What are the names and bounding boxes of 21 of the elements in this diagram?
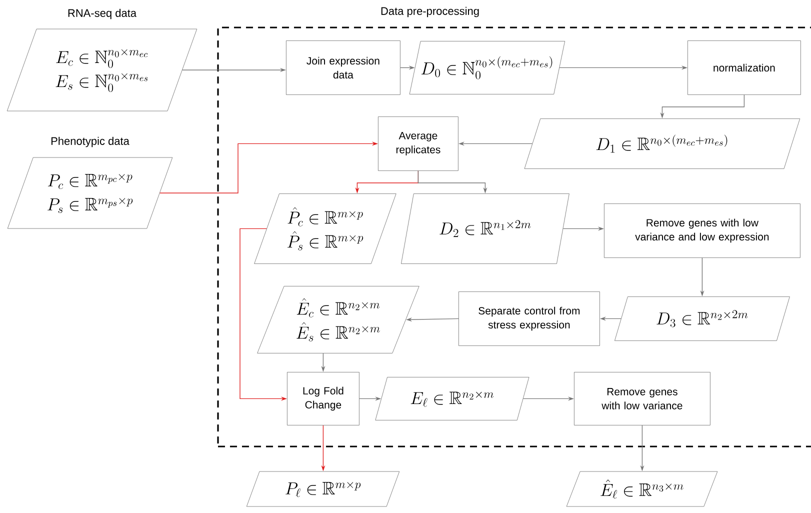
process-box: Remove genes with low variance and low expression xyxy=(604,204,800,258)
process-box: Log Fold Change xyxy=(287,372,360,426)
process-box: Remove genes with low variance xyxy=(574,372,710,426)
data-parallelogram: $D_3 \in \mathbb{R}^{n_2 \times 2m}$ xyxy=(614,296,790,341)
data-parallelogram: $D_1 \in \mathbb{R}^{n_0 \times (m_{ec}+m_{es})}$ xyxy=(524,118,800,169)
data-parallelogram: $P_c \in \mathbb{R}^{m_{pc} \times p}$ $P_s \in \mathbb{R}^{m_{ps} \times p}$ xyxy=(7,157,173,229)
data-parallelogram: $E_c \in \mathbb{N}_0^{n_0 \times m_{ec}}$ $E_s \in \mathbb{N}_0^{n_0 \times m_{es}}$ xyxy=(6,28,198,112)
process-box: Separate control from stress expression xyxy=(458,292,600,346)
data-parallelogram: $\hat{E}_c \in \mathbb{R}^{n_2 \times m}$ $\hat{E}_s \in \mathbb{R}^{n_2 \times m}$ xyxy=(257,286,420,354)
data-parallelogram: $E_\ell \in \mathbb{R}^{n_2 \times m}$ xyxy=(375,377,530,420)
data-parallelogram: $P_\ell \in \mathbb{R}^{m \times p}$ xyxy=(246,471,400,507)
data-parallelogram: $\hat{P}_c \in \mathbb{R}^{m \times p}$ $\hat{P}_s \in \mathbb{R}^{m \times p}$ xyxy=(254,194,396,264)
process-box: Join expression data xyxy=(286,40,400,95)
heading: Data pre-processing xyxy=(381,6,479,18)
data-parallelogram: $D_2 \in \mathbb{R}^{n_1 \times 2m}$ xyxy=(401,194,570,264)
data-parallelogram: $\hat{E}_\ell \in \mathbb{R}^{n_3 \times m}$ xyxy=(566,471,718,507)
data-parallelogram: $D_0 \in \mathbb{N}_0^{n_0 \times (m_{ec}+m_{es})}$ xyxy=(409,41,566,94)
heading: Phenotypic data xyxy=(51,136,130,148)
heading: RNA-seq data xyxy=(68,8,137,20)
process-box: Average replicates xyxy=(378,116,458,171)
process-box: normalization xyxy=(688,40,801,95)
